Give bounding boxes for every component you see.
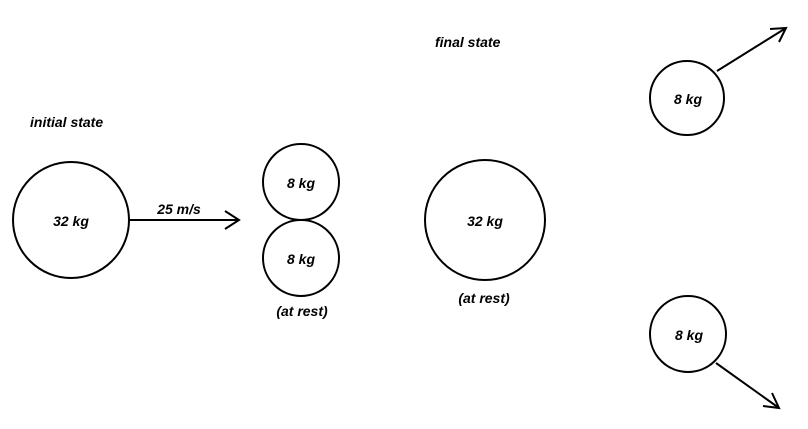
initial-rest-note: (at rest)	[276, 303, 328, 319]
velocity-label: 25 m/s	[156, 201, 201, 217]
final-big-ball-circle	[424, 159, 546, 281]
final-lower-small-ball: 8 kg	[649, 295, 727, 373]
initial-top-small-ball-mass: 8 kg	[287, 175, 315, 191]
upper-arrow-head	[769, 26, 788, 43]
initial-big-ball: 32 kg	[12, 161, 130, 279]
final-upper-small-ball-circle	[649, 60, 725, 136]
lower-ball-velocity-arrow	[715, 362, 781, 410]
final-state-heading: final state	[435, 34, 501, 50]
lower-arrow-head	[762, 392, 781, 410]
final-lower-small-ball-circle	[649, 295, 727, 373]
velocity-arrow-head	[224, 210, 241, 230]
final-rest-note: (at rest)	[458, 290, 510, 306]
initial-bottom-small-ball-circle	[262, 219, 340, 297]
initial-state-heading: initial state	[30, 114, 103, 130]
upper-arrow-shaft	[716, 27, 787, 72]
final-upper-small-ball-mass: 8 kg	[674, 91, 702, 107]
velocity-arrow: 25 m/s	[129, 201, 241, 230]
lower-arrow-shaft	[715, 362, 780, 409]
final-big-ball-mass: 32 kg	[467, 213, 503, 229]
initial-bottom-small-ball-mass: 8 kg	[287, 251, 315, 267]
upper-ball-velocity-arrow	[716, 26, 788, 72]
initial-bottom-small-ball: 8 kg	[262, 219, 340, 297]
final-lower-small-ball-mass: 8 kg	[675, 327, 703, 343]
initial-top-small-ball: 8 kg	[262, 143, 340, 221]
final-big-ball: 32 kg	[424, 159, 546, 281]
initial-big-ball-mass: 32 kg	[53, 213, 89, 229]
final-upper-small-ball: 8 kg	[649, 60, 725, 136]
